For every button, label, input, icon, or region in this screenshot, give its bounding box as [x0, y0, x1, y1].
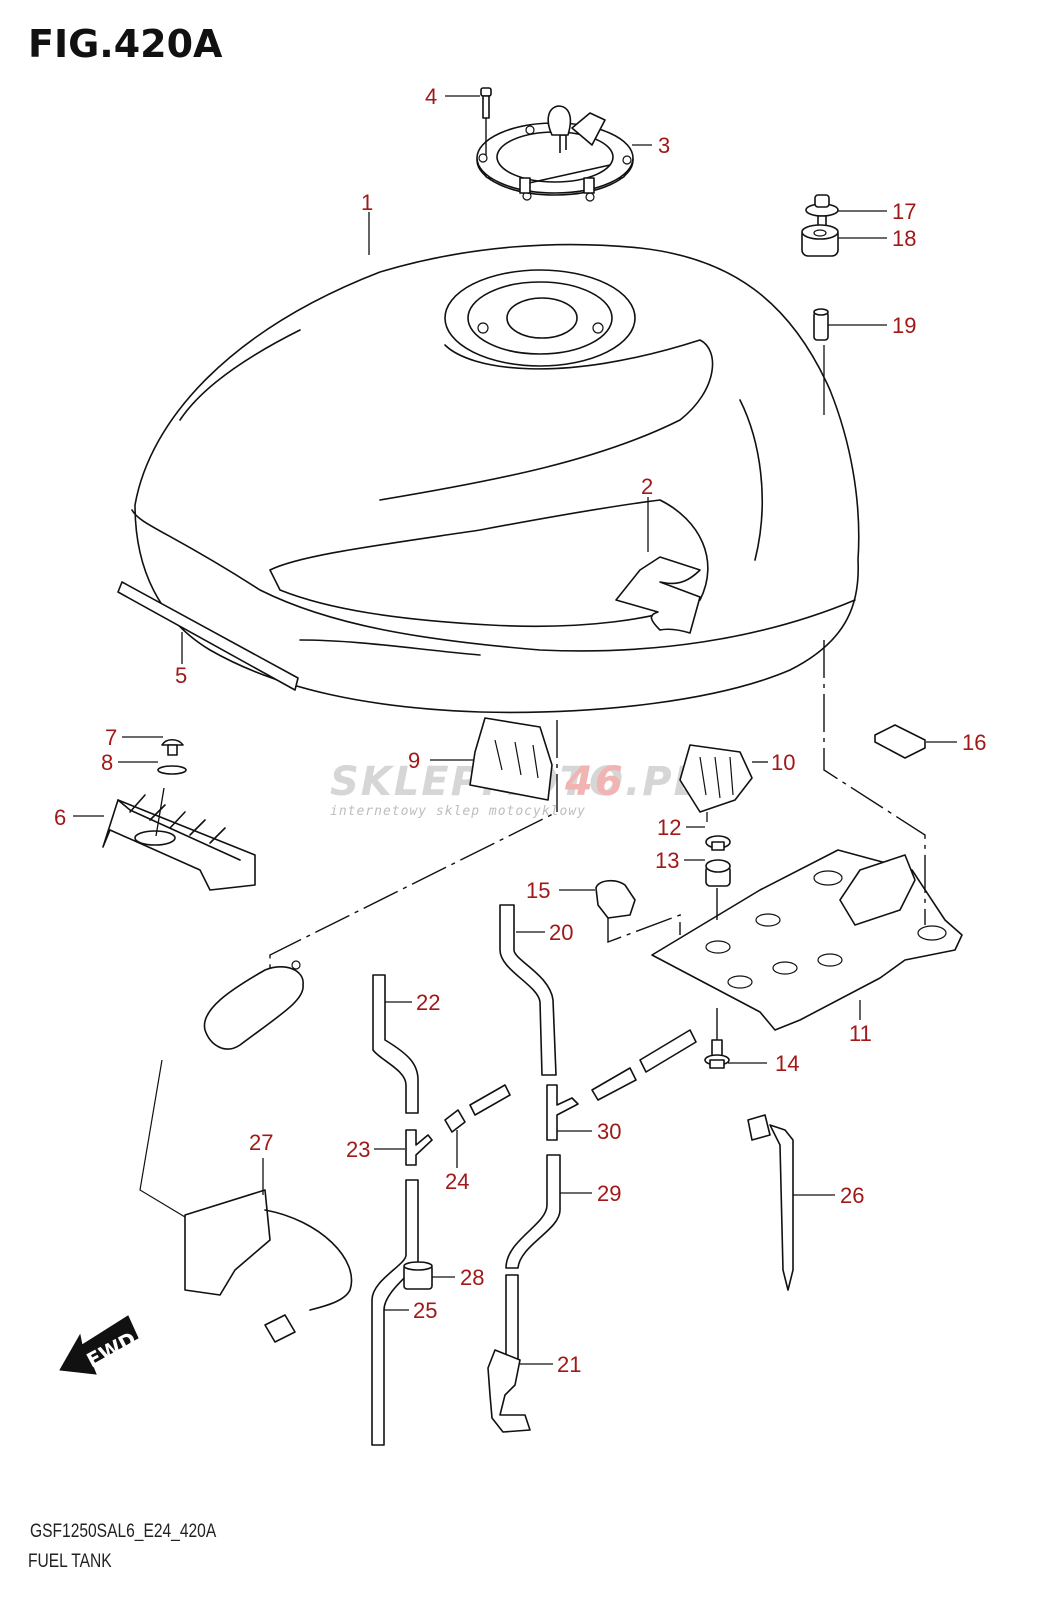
collar-grommet-drawing: [705, 835, 731, 920]
figure-code: GSF1250SAL6_E24_420A: [30, 1521, 217, 1542]
t-joint-23-drawing: [405, 1129, 433, 1166]
hose-protector-drawing: [403, 1261, 433, 1290]
callout-21: 21: [557, 1352, 581, 1377]
bolt-drawing: [704, 1008, 730, 1069]
figure-title: FIG.420A: [28, 22, 223, 66]
fuel-pump-drawing: [139, 960, 353, 1343]
hose-22-drawing: [372, 974, 419, 1114]
drain-hose-drawing: [371, 1179, 419, 1446]
figure-name: FUEL TANK: [28, 1551, 112, 1572]
callout-27: 27: [249, 1130, 273, 1155]
callout-18: 18: [892, 226, 916, 251]
callout-1: 1: [361, 190, 373, 215]
callout-19: 19: [892, 313, 916, 338]
clamp-drawing: [487, 1349, 531, 1433]
hose-29-drawing: [505, 1154, 561, 1361]
side-strip-drawing: [117, 581, 299, 691]
callout-29: 29: [597, 1181, 621, 1206]
front-cushion-drawing: [469, 717, 553, 801]
callout-5: 5: [175, 663, 187, 688]
callout-23: 23: [346, 1137, 370, 1162]
front-cushion-right-drawing: [679, 744, 753, 822]
callout-labels: 1 2 3 4 5 6 7 8 9 10 11 12 13 14 15 16 1…: [54, 84, 986, 1377]
callout-4: 4: [425, 84, 437, 109]
mounting-plate-drawing: [651, 849, 963, 1031]
fuel-cap-drawing: [476, 105, 634, 202]
hose-20-drawing: [499, 904, 557, 1076]
callout-8: 8: [101, 750, 113, 775]
fuel-level-sensor-drawing: [747, 1114, 794, 1291]
callout-17: 17: [892, 199, 916, 224]
t-joint-30-drawing: [546, 1084, 579, 1141]
hose-24-drawing: [444, 1084, 511, 1133]
callout-13: 13: [655, 848, 679, 873]
callout-20: 20: [549, 920, 573, 945]
callout-25: 25: [413, 1298, 437, 1323]
callout-12: 12: [657, 815, 681, 840]
callout-16: 16: [962, 730, 986, 755]
cap-bolt-drawing: [480, 87, 492, 155]
callout-2: 2: [641, 474, 653, 499]
emblem-s-icon: [615, 556, 701, 634]
callout-10: 10: [771, 750, 795, 775]
callout-14: 14: [775, 1051, 799, 1076]
bracket-cushion-drawing: [102, 738, 256, 891]
cushion-cap-drawing: [595, 879, 636, 919]
watermark-tagline: internetowy sklep motocyklowy: [330, 804, 586, 819]
callout-3: 3: [658, 133, 670, 158]
callout-24: 24: [445, 1169, 469, 1194]
callout-7: 7: [105, 725, 117, 750]
callout-15: 15: [526, 878, 550, 903]
fuel-tank-drawing: [131, 243, 860, 714]
callout-30: 30: [597, 1119, 621, 1144]
mount-set-drawing: [801, 194, 839, 415]
guide-lines: [269, 640, 926, 975]
callout-26: 26: [840, 1183, 864, 1208]
watermark-brand-red: 46: [564, 759, 625, 805]
callout-28: 28: [460, 1265, 484, 1290]
leader-lines: [73, 95, 957, 1365]
callout-9: 9: [408, 748, 420, 773]
fwd-marker: FWD: [59, 1315, 140, 1375]
callout-6: 6: [54, 805, 66, 830]
pad-drawing: [874, 724, 926, 759]
hose-30-extra-drawing: [591, 1029, 697, 1101]
callout-22: 22: [416, 990, 440, 1015]
callout-11: 11: [849, 1021, 872, 1046]
